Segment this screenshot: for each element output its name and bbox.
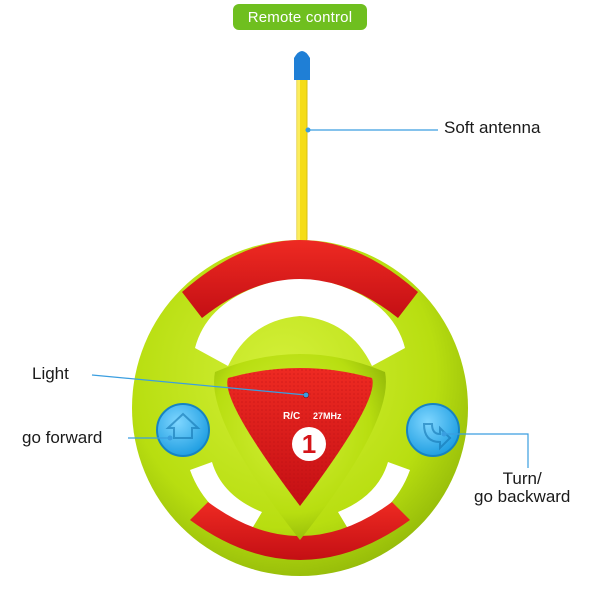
turn-label: Turn/ go backward bbox=[474, 470, 570, 506]
steering-wheel bbox=[132, 240, 468, 576]
forward-button-shape bbox=[156, 403, 210, 457]
antenna bbox=[294, 51, 310, 243]
antenna-label: Soft antenna bbox=[444, 118, 541, 137]
light-label: Light bbox=[32, 364, 69, 383]
antenna-tip bbox=[294, 51, 310, 80]
wheel-gap-left bbox=[190, 462, 262, 532]
turn-label-line1: Turn/ bbox=[502, 469, 542, 488]
bottom-grip bbox=[190, 502, 410, 560]
title-text: Remote control bbox=[247, 8, 353, 26]
turn-label-line2: go backward bbox=[474, 487, 571, 506]
forward-label: go forward bbox=[22, 428, 103, 447]
wheel-gap-top bbox=[195, 276, 405, 366]
top-grip bbox=[182, 240, 418, 318]
rc-text: R/C bbox=[283, 411, 300, 422]
leader-lines bbox=[91, 129, 529, 468]
frequency-text: 27MHz bbox=[313, 411, 342, 421]
wheel-gap-right bbox=[338, 462, 410, 532]
number-text: 1 bbox=[302, 429, 316, 459]
title-badge: Remote control bbox=[233, 4, 367, 30]
number-disc bbox=[292, 427, 326, 461]
